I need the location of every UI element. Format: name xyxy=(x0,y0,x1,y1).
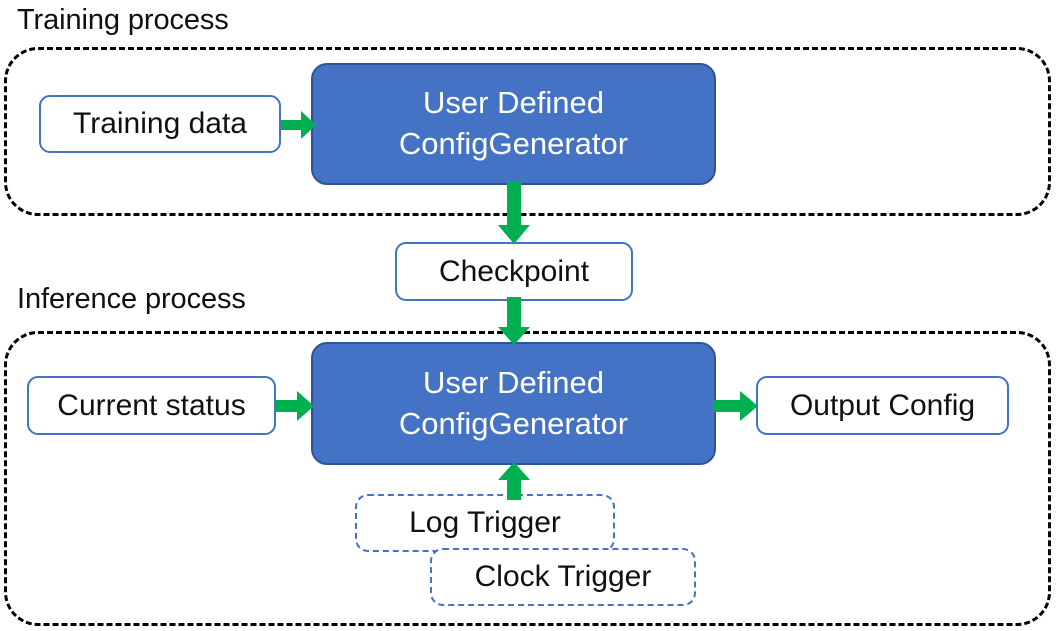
node-checkpoint[interactable]: Checkpoint xyxy=(395,242,633,301)
generator-training-line2: ConfigGenerator xyxy=(398,126,629,161)
arrow-checkpoint-to-generator xyxy=(498,297,530,345)
arrow-training-data-to-generator xyxy=(281,111,316,139)
training-process-label: Training process xyxy=(17,4,229,36)
generator-training-line1: User Defined xyxy=(423,85,604,121)
inference-process-label: Inference process xyxy=(17,283,246,315)
node-output-config[interactable]: Output Config xyxy=(756,376,1009,435)
node-clock-trigger[interactable]: Clock Trigger xyxy=(430,548,696,606)
generator-inference-line1: User Defined xyxy=(423,364,604,400)
node-training-data[interactable]: Training data xyxy=(39,95,281,153)
node-log-trigger[interactable]: Log Trigger xyxy=(355,494,615,552)
generator-inference-line2: ConfigGenerator xyxy=(398,405,629,441)
inference-process-container xyxy=(4,331,1051,626)
arrow-triggers-to-generator xyxy=(498,462,530,500)
arrow-generator-to-checkpoint xyxy=(498,181,530,244)
arrow-current-status-to-generator xyxy=(276,391,314,421)
training-process-container xyxy=(4,47,1051,216)
node-current-status[interactable]: Current status xyxy=(27,376,276,435)
node-user-defined-configgenerator-inference[interactable]: User Defined ConfigGenerator xyxy=(311,342,716,465)
node-user-defined-configgenerator-training[interactable]: User Defined ConfigGenerator xyxy=(311,63,716,185)
arrow-generator-to-output-config xyxy=(713,391,758,421)
